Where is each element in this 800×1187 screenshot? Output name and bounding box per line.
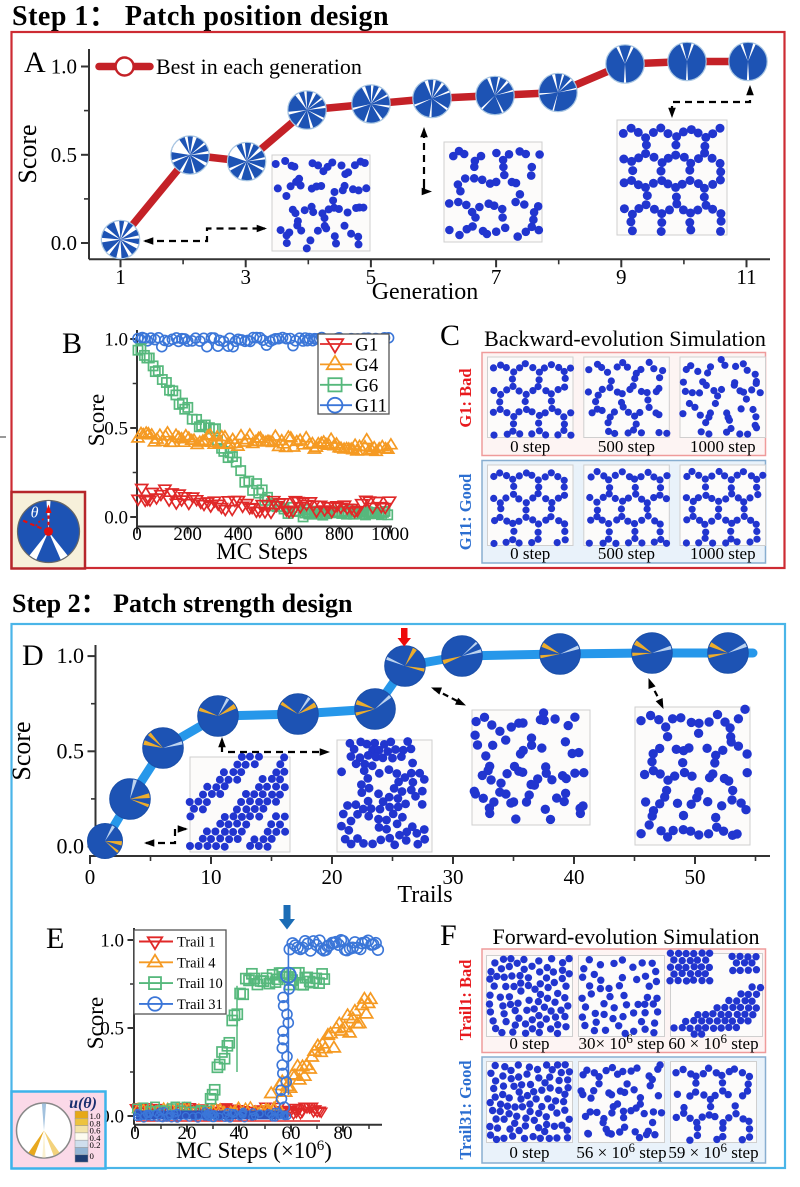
svg-text:B: B — [62, 327, 82, 360]
svg-text:0: 0 — [90, 1151, 95, 1161]
svg-text:Score: Score — [13, 124, 42, 183]
svg-text:500 step: 500 step — [598, 437, 655, 456]
svg-text:G11: Good: G11: Good — [456, 474, 475, 551]
svg-text:50: 50 — [685, 865, 706, 889]
svg-text:3: 3 — [240, 265, 251, 289]
svg-text:G1: G1 — [355, 335, 378, 356]
svg-text:40: 40 — [564, 865, 585, 889]
svg-text:7: 7 — [491, 265, 502, 289]
svg-text:Forward-evolution Simulation: Forward-evolution Simulation — [492, 924, 759, 949]
svg-text:D: D — [22, 639, 44, 672]
svg-text:0.0: 0.0 — [104, 508, 128, 529]
svg-text:59 × 106 step: 59 × 106 step — [668, 1140, 758, 1162]
svg-text:1.0: 1.0 — [57, 643, 85, 668]
svg-text:Score: Score — [83, 997, 108, 1049]
svg-text:9: 9 — [616, 265, 627, 289]
svg-text:Score: Score — [84, 394, 109, 446]
svg-text:0.5: 0.5 — [57, 738, 85, 763]
svg-text:1.0: 1.0 — [100, 931, 124, 952]
svg-text:Trails: Trails — [397, 882, 452, 908]
svg-text:0.5: 0.5 — [100, 1019, 124, 1040]
svg-text:Trail1: Bad: Trail1: Bad — [456, 960, 475, 1041]
svg-text:0 step: 0 step — [510, 544, 550, 563]
svg-text:Step 1： Patch position design: Step 1： Patch position design — [12, 0, 389, 32]
svg-text:1: 1 — [115, 265, 126, 289]
svg-text:0 step: 0 step — [509, 1143, 549, 1162]
svg-text:0: 0 — [85, 865, 96, 889]
svg-text:56 × 106 step: 56 × 106 step — [576, 1140, 666, 1162]
svg-text:u(θ): u(θ) — [69, 1095, 97, 1112]
svg-text:0: 0 — [130, 1123, 140, 1144]
svg-text:1000 step: 1000 step — [690, 437, 756, 456]
svg-text:Trail31: Good: Trail31: Good — [456, 1060, 475, 1159]
svg-text:30: 30 — [443, 865, 464, 889]
svg-text:10: 10 — [201, 865, 222, 889]
svg-text:Best in each generation: Best in each generation — [156, 54, 362, 79]
svg-text:1.0: 1.0 — [51, 55, 77, 79]
svg-text:30× 106 step: 30× 106 step — [579, 1031, 665, 1053]
svg-text:0: 0 — [132, 524, 142, 545]
svg-text:C: C — [440, 319, 460, 352]
svg-text:G6: G6 — [355, 375, 378, 396]
svg-text:E: E — [46, 922, 64, 955]
svg-text:G1: Bad: G1: Bad — [456, 368, 475, 427]
svg-text:11: 11 — [736, 265, 756, 289]
svg-text:1000 step: 1000 step — [690, 544, 756, 563]
svg-text:60: 60 — [282, 1123, 301, 1144]
svg-text:80: 80 — [334, 1123, 353, 1144]
svg-text:20: 20 — [178, 1123, 197, 1144]
svg-text:200: 200 — [173, 524, 202, 545]
svg-text:Backward-evolution Simulation: Backward-evolution Simulation — [484, 326, 766, 351]
svg-text:Trail 10: Trail 10 — [177, 976, 223, 992]
svg-text:0.4: 0.4 — [90, 1133, 102, 1143]
svg-text:1.0: 1.0 — [90, 1111, 102, 1121]
svg-text:20: 20 — [322, 865, 343, 889]
svg-text:Score: Score — [7, 721, 36, 780]
svg-text:5: 5 — [366, 265, 377, 289]
svg-text:MC Steps (×106): MC Steps (×106) — [176, 1138, 332, 1163]
svg-text:0.6: 0.6 — [90, 1126, 102, 1136]
svg-text:0.5: 0.5 — [51, 143, 77, 167]
svg-text:400: 400 — [224, 524, 253, 545]
svg-text:1.0: 1.0 — [104, 330, 128, 351]
svg-text:MC Steps: MC Steps — [216, 539, 307, 564]
svg-text:F: F — [440, 919, 457, 952]
svg-text:500 step: 500 step — [598, 544, 655, 563]
svg-text:0.0: 0.0 — [57, 834, 85, 859]
svg-text:θ: θ — [31, 505, 39, 522]
svg-text:60 × 106 step: 60 × 106 step — [668, 1031, 758, 1053]
svg-text:G4: G4 — [355, 355, 379, 376]
svg-text:Trail 1: Trail 1 — [177, 935, 216, 951]
svg-text:Trail 4: Trail 4 — [177, 955, 216, 971]
svg-text:Generation: Generation — [372, 279, 479, 305]
svg-text:0 step: 0 step — [509, 1034, 549, 1053]
svg-text:600: 600 — [275, 524, 304, 545]
svg-text:0.0: 0.0 — [51, 231, 77, 255]
svg-text:A: A — [24, 46, 46, 79]
svg-text:0 step: 0 step — [510, 437, 550, 456]
svg-text:0.2: 0.2 — [90, 1140, 101, 1150]
svg-text:40: 40 — [230, 1123, 249, 1144]
svg-text:Step 2： Patch strength design: Step 2： Patch strength design — [12, 588, 353, 618]
svg-text:800: 800 — [325, 524, 354, 545]
svg-text:G11: G11 — [355, 396, 387, 417]
svg-text:Trail 31: Trail 31 — [177, 997, 223, 1013]
svg-text:0.5: 0.5 — [104, 419, 128, 440]
svg-text:0.8: 0.8 — [90, 1118, 102, 1128]
svg-text:1000: 1000 — [371, 524, 409, 545]
